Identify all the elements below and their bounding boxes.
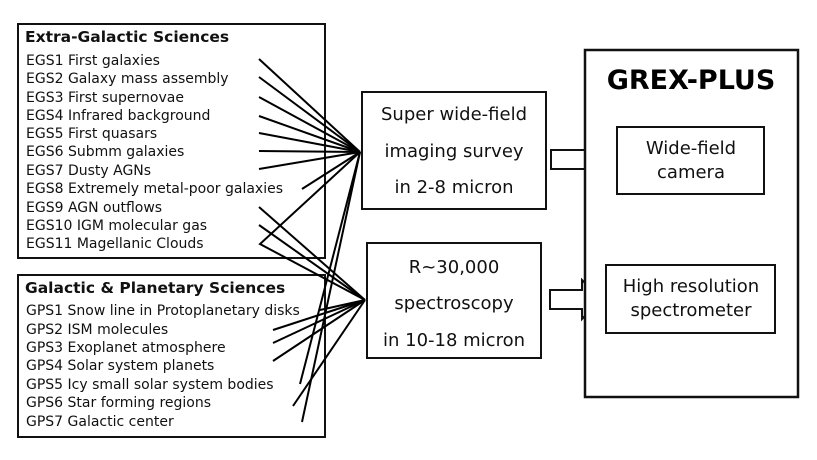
egs-item: EGS10 IGM molecular gas xyxy=(26,218,207,234)
gps-item: GPS4 Solar system planets xyxy=(26,358,214,374)
egs-item: EGS4 Infrared background xyxy=(26,108,210,124)
spectrometer-line-2: spectrometer xyxy=(631,300,753,321)
wide-field-camera-box xyxy=(616,126,765,195)
egs-item: EGS3 First supernovae xyxy=(26,90,184,106)
egs-item: EGS9 AGN outflows xyxy=(26,200,162,216)
imaging-survey-box xyxy=(361,91,547,210)
gps-list: GPS1 Snow line in Protoplanetary disks G… xyxy=(26,303,300,430)
link-egs10-spectroscopy xyxy=(258,224,366,301)
gps-item: GPS3 Exoplanet atmosphere xyxy=(26,340,226,356)
link-gps2-spectroscopy xyxy=(272,299,366,331)
egs-item: EGS7 Dusty AGNs xyxy=(26,163,151,179)
camera-line-2: camera xyxy=(657,162,725,183)
gps-item: GPS6 Star forming regions xyxy=(26,395,211,411)
spectrometer-line-1: High resolution xyxy=(623,276,759,297)
grex-plus-box xyxy=(583,48,800,399)
link-egs9-spectroscopy xyxy=(258,206,366,301)
link-gps6-spectroscopy xyxy=(292,299,366,407)
gps-title: Galactic & Planetary Sciences xyxy=(25,279,285,297)
link-gps7-imaging xyxy=(301,151,361,423)
imaging-line-3: in 2-8 micron xyxy=(394,177,513,198)
gps-item: GPS2 ISM molecules xyxy=(26,322,168,338)
spectroscopy-line-1: R~30,000 xyxy=(409,257,500,278)
spectroscopy-box xyxy=(366,242,542,359)
link-gps4-spectroscopy xyxy=(272,299,366,362)
camera-line-1: Wide-field xyxy=(646,138,736,159)
link-egs3-imaging xyxy=(258,96,361,153)
egs-list: EGS1 First galaxies EGS2 Galaxy mass ass… xyxy=(26,53,283,252)
link-egs5-imaging xyxy=(258,132,361,153)
spectroscopy-line-3: in 10-18 micron xyxy=(383,330,525,351)
spectrometer-box xyxy=(605,264,776,334)
gps-box xyxy=(17,274,326,438)
spectroscopy-line-2: spectroscopy xyxy=(394,293,514,314)
link-egs1-imaging xyxy=(258,58,361,153)
gps-item: GPS7 Galactic center xyxy=(26,414,174,430)
egs-item: EGS5 First quasars xyxy=(26,126,157,142)
egs-item: EGS2 Galaxy mass assembly xyxy=(26,71,229,87)
connector-lines xyxy=(258,58,366,423)
gps-item: GPS5 Icy small solar system bodies xyxy=(26,377,274,393)
egs-item: EGS6 Submm galaxies xyxy=(26,144,184,160)
link-gps3-spectroscopy xyxy=(272,299,366,344)
egs-item: EGS1 First galaxies xyxy=(26,53,160,69)
imaging-line-2: imaging survey xyxy=(384,141,523,162)
link-egs6-imaging xyxy=(258,150,361,153)
link-egs4-imaging xyxy=(258,115,361,153)
link-egs2-imaging xyxy=(258,76,361,153)
imaging-line-1: Super wide-field xyxy=(381,104,527,125)
link-gps5-imaging xyxy=(299,151,361,385)
egs-item: EGS11 Magellanic Clouds xyxy=(26,236,204,252)
egs-title: Extra-Galactic Sciences xyxy=(25,28,229,46)
egs-item: EGS8 Extremely metal-poor galaxies xyxy=(26,181,283,197)
gps-item: GPS1 Snow line in Protoplanetary disks xyxy=(26,303,300,319)
link-egs7-imaging xyxy=(258,151,361,170)
grex-plus-title: GREX-PLUS xyxy=(607,65,776,96)
link-egs8-imaging xyxy=(301,151,361,190)
link-egs11-both xyxy=(258,151,366,301)
